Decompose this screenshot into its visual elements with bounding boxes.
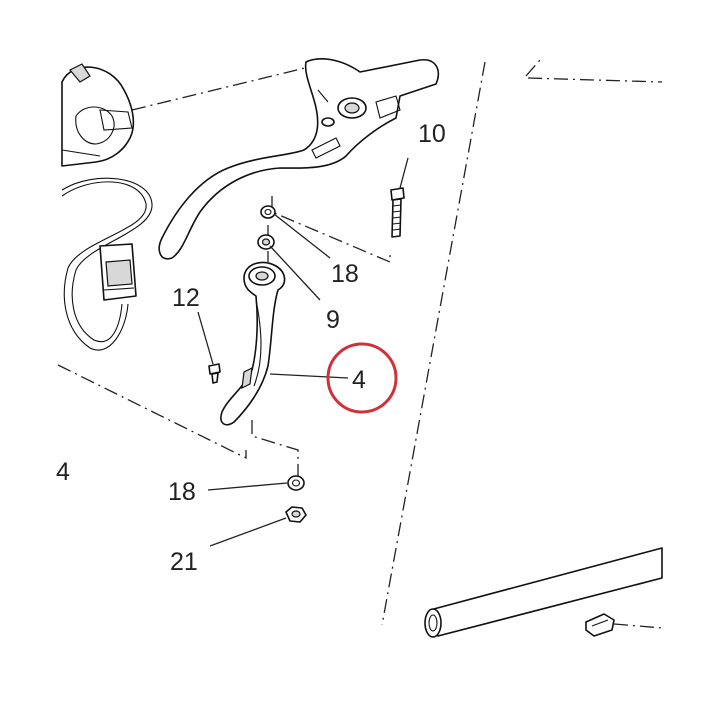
part-18-washer-lower <box>287 475 305 491</box>
part-18-washer-upper <box>260 205 276 219</box>
assembly-lines <box>57 59 663 626</box>
label-part-12: 12 <box>172 284 200 312</box>
part-12-screw <box>208 363 221 384</box>
brake-lever <box>158 58 440 260</box>
handlebar-tube <box>424 547 663 638</box>
switch-housing <box>61 63 135 167</box>
wiring-harness <box>61 177 153 351</box>
label-part-4: 4 <box>352 366 366 394</box>
part-4-lever-guard <box>220 261 286 426</box>
highlight-circle <box>326 342 398 414</box>
label-part-4-edge: 4 <box>56 458 70 486</box>
label-part-18-lower: 18 <box>168 478 196 506</box>
label-part-10: 10 <box>418 120 446 148</box>
label-part-18-upper: 18 <box>331 260 359 288</box>
clip-part <box>585 613 663 637</box>
label-part-21: 21 <box>170 548 198 576</box>
part-21-nut <box>285 506 307 523</box>
label-part-9: 9 <box>326 306 340 334</box>
callout-lines <box>197 157 409 547</box>
part-9-bushing <box>257 234 275 250</box>
part-10-bolt <box>390 187 405 238</box>
